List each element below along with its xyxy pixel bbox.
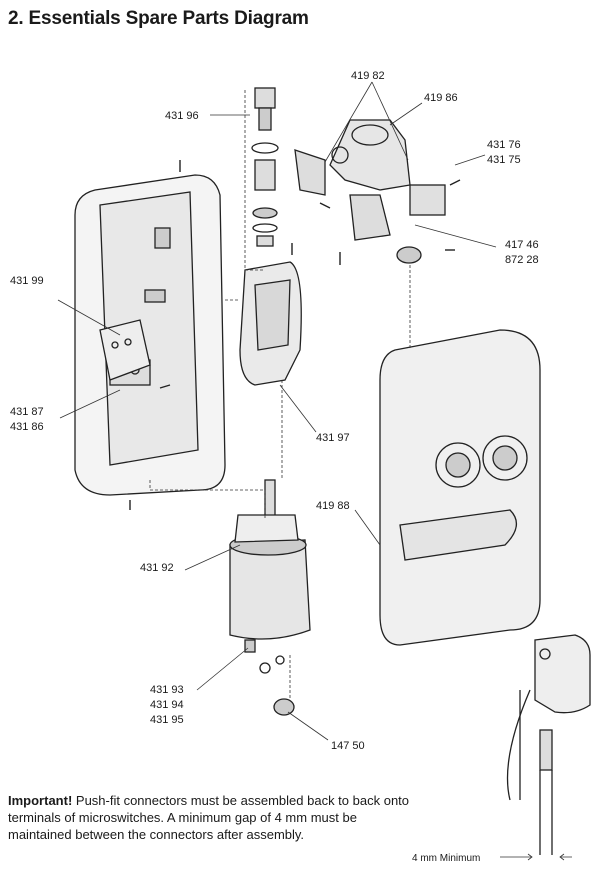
microswitch-inset bbox=[506, 634, 591, 855]
cover-panel-small bbox=[239, 261, 302, 386]
part-label-43197: 431 97 bbox=[316, 432, 350, 444]
part-label-43193: 431 93 bbox=[150, 684, 184, 696]
part-label-41982: 419 82 bbox=[351, 70, 385, 82]
part-label-43194: 431 94 bbox=[150, 699, 184, 711]
part-label-43175: 431 75 bbox=[487, 154, 521, 166]
page-title: 2. Essentials Spare Parts Diagram bbox=[8, 8, 309, 29]
part-label-41988: 419 88 bbox=[316, 500, 350, 512]
part-label-43196: 431 96 bbox=[165, 110, 199, 122]
part-label-43176: 431 76 bbox=[487, 139, 521, 151]
gap-dimension-label: 4 mm Minimum bbox=[412, 853, 481, 864]
part-label-43192: 431 92 bbox=[140, 562, 174, 574]
front-cover bbox=[379, 329, 541, 646]
part-label-87228: 872 28 bbox=[505, 254, 539, 266]
back-plate bbox=[74, 174, 226, 496]
part-label-41746: 417 46 bbox=[505, 239, 539, 251]
part-label-43186: 431 86 bbox=[10, 421, 44, 433]
heater-tank bbox=[229, 479, 311, 653]
part-label-43199: 431 99 bbox=[10, 275, 44, 287]
part-label-41986: 419 86 bbox=[424, 92, 458, 104]
solenoid-valve bbox=[329, 119, 446, 264]
inlet-parts bbox=[251, 87, 326, 247]
part-label-43187: 431 87 bbox=[10, 406, 44, 418]
terminal-block bbox=[99, 319, 151, 381]
part-label-14750: 147 50 bbox=[331, 740, 365, 752]
important-text: Push-fit connectors must be assembled ba… bbox=[8, 793, 410, 842]
important-label: Important! bbox=[8, 793, 73, 808]
important-note: Important! Push-fit connectors must be a… bbox=[8, 792, 418, 843]
part-label-43195: 431 95 bbox=[150, 714, 184, 726]
nut bbox=[273, 698, 295, 716]
